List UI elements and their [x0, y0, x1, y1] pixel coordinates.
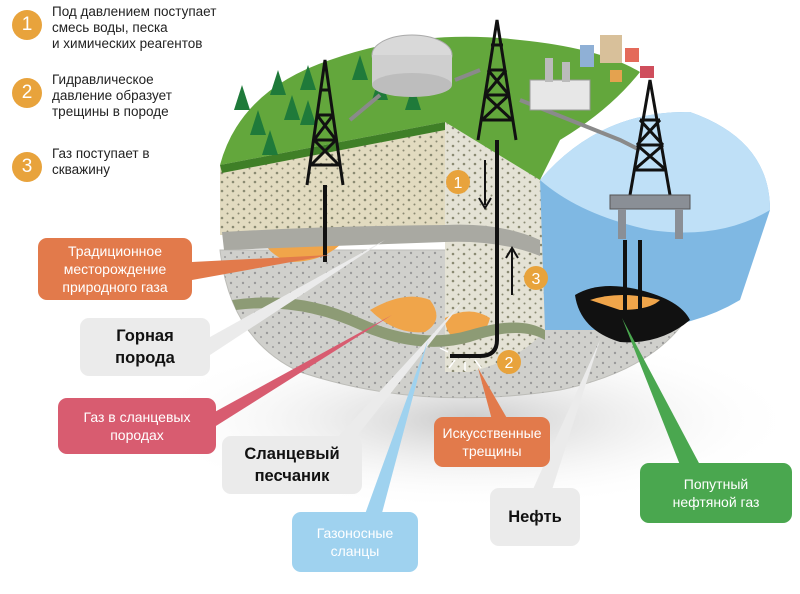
- label-rock: Горная порода: [80, 318, 210, 376]
- diagram-marker-3-num: 3: [532, 271, 541, 288]
- step-2: 2 Гидравлическое давление образует трещи…: [12, 72, 172, 120]
- platform-deck: [609, 194, 691, 210]
- step-3-number: 3: [12, 152, 42, 182]
- label-associated-gas: Попутный нефтяной газ: [640, 463, 792, 523]
- step-3: 3 Газ поступает в скважину: [12, 146, 150, 182]
- pointer-artificial-cracks: [478, 368, 508, 420]
- label-gas-shale: Газоносные сланцы: [292, 512, 418, 572]
- arrow-down: [478, 160, 492, 210]
- pipeline: [348, 68, 641, 152]
- gas-shale-band: [232, 297, 545, 347]
- diagram-step-markers: 1 2 3: [446, 170, 548, 374]
- pointer-associated-gas: [622, 318, 700, 465]
- step-1-number: 1: [12, 10, 42, 40]
- arrow-up: [505, 246, 519, 295]
- step-2-text: Гидравлическое давление образует трещины…: [52, 72, 172, 119]
- label-shale-gas: Газ в сланцевых породах: [58, 398, 216, 454]
- shale-gas-deposit: [370, 296, 437, 333]
- pointer-traditional-gas: [192, 255, 330, 280]
- diagram-marker-3: [524, 266, 548, 290]
- factory: [529, 58, 591, 111]
- offshore-platform: [628, 79, 672, 196]
- diagram-marker-1-num: 1: [454, 175, 463, 192]
- diagram-marker-1: [446, 170, 470, 194]
- step-3-text: Газ поступает в скважину: [52, 146, 150, 177]
- derrick-center: [476, 19, 518, 141]
- well-fracking: [450, 140, 499, 358]
- diagram-marker-2-num: 2: [505, 355, 514, 372]
- step-2-number: 2: [12, 78, 42, 108]
- pointer-gas-shale: [360, 340, 428, 528]
- grass-top: [220, 36, 640, 181]
- shale-band: [222, 224, 540, 256]
- pointer-shale-gas: [200, 315, 392, 436]
- pointer-shale-sandstone: [335, 300, 464, 445]
- pointer-rock: [210, 240, 385, 355]
- diagram-marker-2: [497, 350, 521, 374]
- town: [580, 35, 654, 82]
- derrick-left: [305, 59, 345, 186]
- label-oil: Нефть: [490, 488, 580, 546]
- label-artificial-cracks: Искусственные трещины: [434, 417, 550, 467]
- step-1: 1 Под давлением поступает смесь воды, пе…: [12, 4, 216, 52]
- label-shale-sandstone: Сланцевый песчаник: [222, 436, 362, 494]
- label-traditional-gas: Традиционное месторождение природного га…: [38, 238, 192, 300]
- step-1-text: Под давлением поступает смесь воды, песк…: [52, 4, 217, 51]
- crack-marks: [439, 347, 482, 371]
